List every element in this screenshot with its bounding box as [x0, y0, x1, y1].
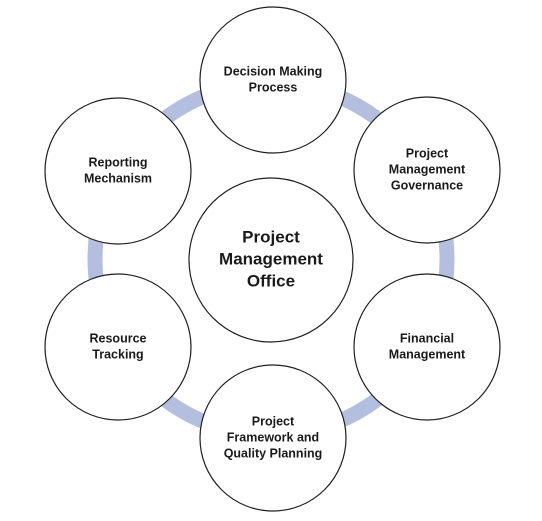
center-label-line: Project — [242, 227, 300, 246]
node-label-line: Management — [389, 347, 466, 361]
center-circle — [188, 177, 354, 343]
center-label-line: Management — [219, 249, 323, 268]
node-label-line: Financial — [400, 331, 454, 345]
node-label-line: Decision Making — [224, 64, 323, 78]
node-circle — [44, 273, 192, 421]
node-label-line: Mechanism — [84, 171, 152, 185]
node-label-line: Quality Planning — [224, 446, 323, 460]
node-circle — [199, 364, 347, 512]
node-circle — [353, 273, 501, 421]
node-label-line: Tracking — [92, 347, 143, 361]
node-label-line: Management — [389, 162, 466, 176]
node-label-line: Reporting — [88, 155, 147, 169]
node-label-line: Project — [406, 146, 449, 160]
node-label-line: Process — [249, 80, 298, 94]
node-label-line: Framework and — [227, 430, 319, 444]
node-circle — [44, 97, 192, 245]
center-label-line: Office — [247, 271, 295, 290]
node-label-line: Project — [252, 414, 295, 428]
node-label-line: Governance — [391, 178, 463, 192]
node-label-line: Resource — [90, 331, 147, 345]
node-circle — [199, 6, 347, 154]
node-circle — [353, 96, 501, 244]
